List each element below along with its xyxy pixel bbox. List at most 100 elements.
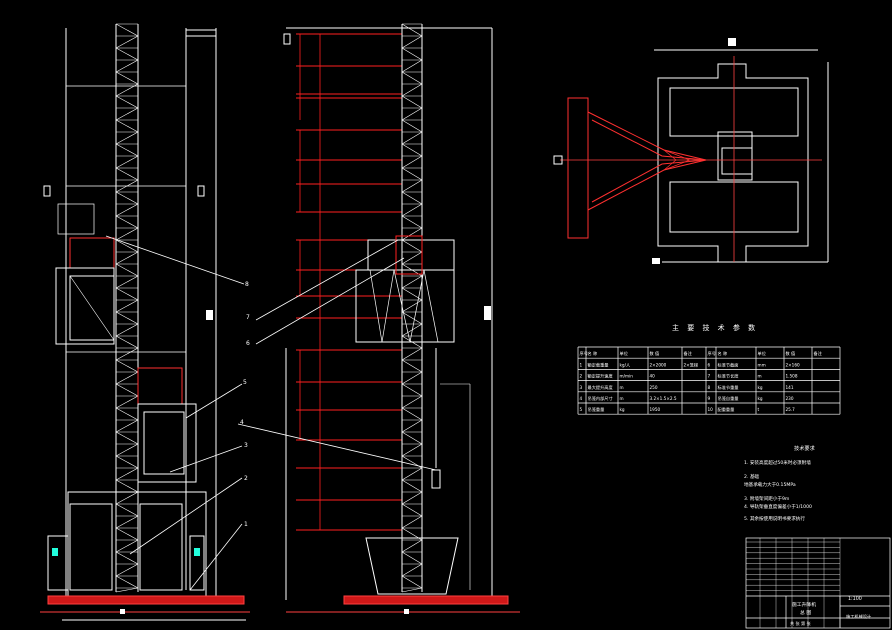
mast-diagonal [115, 527, 139, 541]
note-1: 1. 安装高度超过50米时必须附墙 [744, 459, 811, 466]
front-control-box-left [47, 535, 69, 591]
mast-diagonal [401, 23, 423, 37]
mast-diagonal [401, 155, 423, 169]
mast-diagonal [115, 467, 139, 481]
mast-diagonal [401, 203, 423, 217]
front-top-arm [57, 203, 95, 235]
spec-cell: 吊笼重量 [588, 406, 605, 413]
spec-cell: 3 [580, 385, 583, 390]
mast-diagonal [115, 251, 139, 265]
leader-4 [237, 423, 437, 471]
mast-diagonal [401, 35, 423, 49]
mast-diagonal [115, 179, 139, 193]
spec-header-cell: 序号 [580, 350, 588, 357]
spec-header-cell: 名 称 [718, 350, 728, 357]
plan-view [553, 38, 829, 264]
front-top-bracket [185, 29, 217, 37]
mast-diagonal [115, 443, 139, 457]
mast-diagonal [115, 539, 139, 553]
spec-cell: m [758, 374, 762, 379]
spec-cell: 4 [580, 396, 583, 401]
side-wall-ties [296, 33, 402, 531]
mast-diagonal [115, 47, 139, 61]
leader-2 [129, 477, 243, 555]
mast-diagonal [401, 407, 423, 421]
mast-diagonal [401, 143, 423, 157]
note-6: 5. 其余按使用说明书要求执行 [744, 515, 805, 522]
spec-cell: 6 [708, 362, 711, 367]
mast-diagonal [401, 491, 423, 505]
mast-diagonal [115, 311, 139, 325]
mast-diagonal [115, 479, 139, 493]
spec-cell: 5 [580, 407, 583, 412]
mast-diagonal [115, 35, 139, 49]
mast-diagonal [401, 299, 423, 313]
mast-diagonal [401, 239, 423, 253]
spec-table-title: 主 要 技 术 参 数 [672, 323, 758, 332]
plan-mast-core [721, 147, 753, 175]
front-upper-cage-door [69, 275, 115, 341]
leader-5 [185, 383, 243, 419]
mast-diagonal [401, 539, 423, 553]
front-right-mark [206, 310, 213, 320]
mast-diagonal [401, 563, 423, 577]
plan-left-mark [553, 155, 563, 165]
mast-diagonal [401, 107, 423, 121]
mast-diagonal [115, 239, 139, 253]
mast-diagonal [115, 323, 139, 337]
mast-diagonal [401, 215, 423, 229]
spec-cell: 额定提升速度 [588, 373, 614, 380]
leader-8 [105, 235, 245, 285]
spec-header-cell: 名 称 [588, 350, 598, 357]
spec-header-cell: 数 值 [650, 350, 660, 357]
mast-diagonal [115, 395, 139, 409]
mast-diagonal [115, 359, 139, 373]
spec-header-cell: 单位 [758, 350, 766, 357]
front-base-door-left [69, 503, 113, 591]
spec-cell: 1 [580, 362, 583, 367]
plan-tie-truss [663, 149, 691, 171]
title-scale: 1:100 [848, 596, 862, 602]
spec-cell: 250 [650, 385, 658, 390]
callout-4: 4 [240, 419, 244, 426]
spec-cell: 2×160 [786, 362, 801, 367]
mast-diagonal [115, 263, 139, 277]
title-block: 施工升降机 总 图 1:100 共 张 第 张 施工机械设计 [745, 537, 891, 629]
spec-cell: 3.2×1.5×2.5 [650, 396, 677, 401]
mast-diagonal [115, 203, 139, 217]
callout-7: 7 [246, 314, 250, 321]
mast-diagonal [401, 311, 423, 325]
mast-diagonal [115, 287, 139, 301]
mast-diagonal [115, 491, 139, 505]
front-level-mark-left [43, 185, 51, 197]
spec-cell: 10 [708, 407, 714, 412]
mast-diagonal [401, 83, 423, 97]
front-lower-cage [137, 403, 197, 483]
mast-diagonal [115, 455, 139, 469]
mast-diagonal [401, 95, 423, 109]
front-indicator-right [194, 548, 200, 556]
mast-diagonal [401, 419, 423, 433]
spec-cell: 141 [786, 385, 794, 390]
spec-table-grid [577, 346, 841, 415]
notes-title: 技术要求 [794, 444, 816, 452]
mast-diagonal [115, 107, 139, 121]
spec-cell: m [620, 385, 624, 390]
mast-diagonal [401, 395, 423, 409]
spec-cell: 7 [708, 374, 711, 379]
mast-diagonal [115, 167, 139, 181]
mast-diagonal [115, 587, 139, 593]
plan-bottom-mark [652, 258, 660, 264]
side-cage-bracing [369, 269, 439, 343]
spec-header-cell: 单位 [620, 350, 628, 357]
spec-cell: 标准节截面 [718, 361, 739, 368]
spec-cell: 8 [708, 385, 711, 390]
mast-diagonal [401, 383, 423, 397]
spec-cell: 40 [650, 374, 656, 379]
mast-diagonal [115, 23, 139, 37]
title-block-grid [745, 537, 891, 629]
mast-diagonal [401, 443, 423, 457]
